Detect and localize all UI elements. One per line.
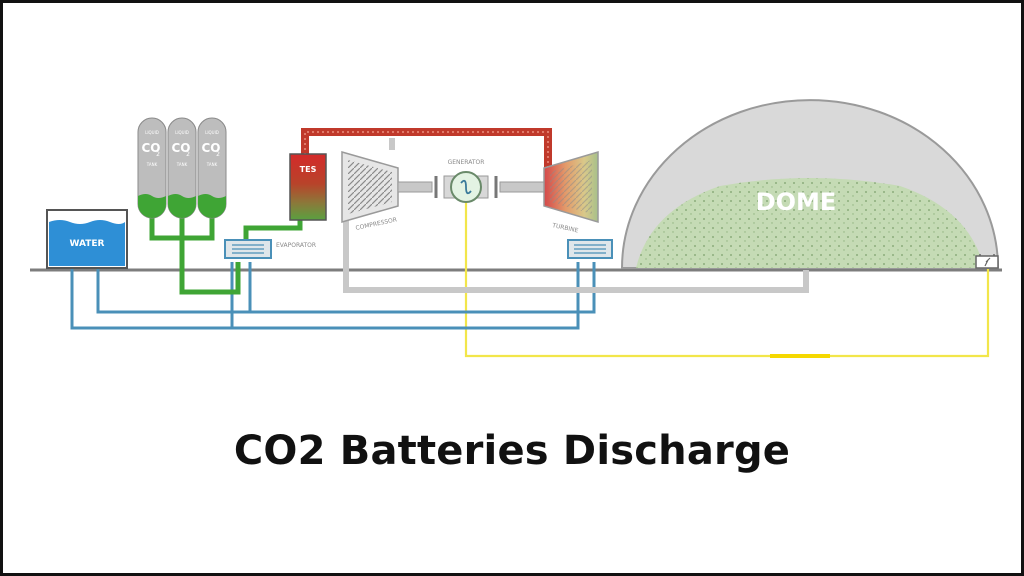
diagram-caption: CO2 Batteries Discharge bbox=[233, 428, 791, 474]
hot-pipe bbox=[301, 128, 552, 168]
dome-label: DOME bbox=[756, 188, 837, 216]
compressor-label: COMPRESSOR bbox=[355, 216, 398, 232]
generator-label: GENERATOR bbox=[448, 159, 485, 166]
dome: DOME bbox=[620, 99, 1000, 269]
co2-tank-2: LIQUID CO 2 TANK bbox=[167, 117, 197, 219]
gas-pipes bbox=[343, 138, 809, 293]
water-label: WATER bbox=[69, 239, 104, 249]
svg-text:LIQUID: LIQUID bbox=[175, 130, 189, 135]
generator: GENERATOR bbox=[443, 159, 489, 203]
svg-text:LIQUID: LIQUID bbox=[205, 130, 219, 135]
svg-text:CO: CO bbox=[201, 141, 220, 155]
evaporator-label: EVAPORATOR bbox=[276, 242, 316, 249]
co2-tanks: LIQUID CO 2 TANK LIQUID CO 2 TANK LIQUID… bbox=[137, 117, 227, 219]
co2-tank-1: LIQUID CO 2 TANK bbox=[137, 117, 167, 219]
svg-text:2: 2 bbox=[156, 151, 160, 158]
svg-text:2: 2 bbox=[186, 151, 190, 158]
svg-text:TANK: TANK bbox=[206, 162, 218, 167]
water-pipes bbox=[70, 262, 596, 330]
grid-connection-icon bbox=[975, 254, 999, 269]
turbine-label: TURBINE bbox=[551, 222, 579, 235]
svg-text:TANK: TANK bbox=[146, 162, 158, 167]
co2-tank-3: LIQUID CO 2 TANK bbox=[197, 117, 227, 219]
power-line bbox=[464, 195, 990, 358]
svg-text:TANK: TANK bbox=[176, 162, 188, 167]
svg-text:CO: CO bbox=[171, 141, 190, 155]
turbine: TURBINE bbox=[543, 150, 599, 235]
svg-text:LIQUID: LIQUID bbox=[145, 130, 159, 135]
tes-label: TES bbox=[300, 165, 317, 174]
condenser bbox=[567, 239, 613, 259]
liquid-co2-pipes bbox=[149, 212, 303, 295]
water-tank: WATER bbox=[46, 209, 128, 269]
tes-unit: TES bbox=[289, 153, 327, 221]
svg-text:CO: CO bbox=[141, 141, 160, 155]
compressor: COMPRESSOR bbox=[341, 151, 399, 232]
evaporator: EVAPORATOR bbox=[224, 239, 316, 259]
svg-text:2: 2 bbox=[216, 151, 220, 158]
